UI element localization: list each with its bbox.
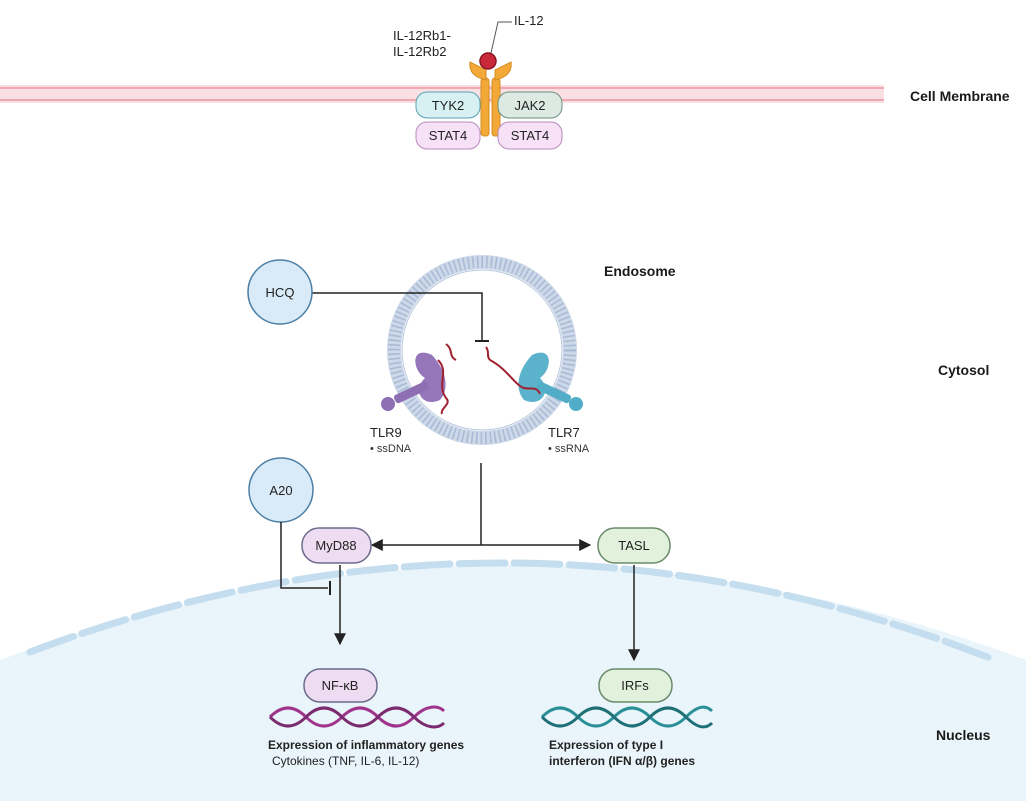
irfs-node: [598, 668, 673, 703]
tyk2-box: [415, 91, 481, 119]
tasl-node: [597, 527, 671, 564]
stat4-left-box: [415, 121, 481, 150]
stat4-left-label: STAT4: [429, 128, 468, 143]
nuclear-envelope: [26, 559, 999, 664]
region-endosome: Endosome: [604, 263, 676, 279]
endosome: [387, 255, 577, 445]
dna-helix-right: [540, 705, 714, 729]
tlr7-ligand-label: • ssRNA: [548, 443, 590, 455]
il12-ligand: [479, 52, 497, 70]
interferon-genes-title-2: interferon (IFN α/β) genes: [549, 754, 696, 768]
dna-helix-left: [268, 705, 446, 729]
interferon-genes-title-1: Expression of type I: [549, 738, 664, 752]
tasl-label: TASL: [618, 538, 650, 553]
myd88-label: MyD88: [315, 538, 356, 553]
inflammatory-genes-title: Expression of inflammatory genes: [268, 738, 465, 752]
hcq-inhibition-line: [312, 292, 483, 340]
region-cytosol: Cytosol: [938, 362, 990, 378]
tlr9-label: TLR9: [370, 425, 402, 440]
tlr9-receptor: [381, 343, 457, 415]
hcq-label: HCQ: [266, 285, 295, 300]
nfkb-label: NF-κB: [322, 678, 359, 693]
jak2-label: JAK2: [514, 98, 545, 113]
tlr7-receptor: [485, 346, 583, 411]
nucleus-body: [0, 565, 1026, 801]
ligand-callout-line: [490, 21, 512, 54]
irfs-label: IRFs: [621, 678, 649, 693]
region-cell-membrane: Cell Membrane: [910, 88, 1010, 104]
hcq-node: [247, 259, 313, 325]
ligand-label: IL-12: [514, 13, 544, 28]
receptor-label-line2: IL-12Rb2: [393, 44, 447, 59]
tyk2-label: TYK2: [432, 98, 465, 113]
nfkb-node: [303, 668, 378, 703]
a20-inhibition-line: [280, 522, 328, 589]
region-nucleus: Nucleus: [936, 727, 991, 743]
a20-label: A20: [269, 483, 292, 498]
stat4-right-label: STAT4: [511, 128, 550, 143]
receptor-label-line1: IL-12Rb1-: [393, 28, 451, 43]
tlr9-ligand-label: • ssDNA: [370, 443, 412, 455]
jak2-box: [497, 91, 563, 119]
myd88-node: [301, 527, 372, 564]
tlr7-label: TLR7: [548, 425, 580, 440]
il12-receptor: [469, 61, 512, 137]
inflammatory-genes-subtitle: Cytokines (TNF, IL-6, IL-12): [272, 754, 420, 768]
stat4-right-box: [497, 121, 563, 150]
